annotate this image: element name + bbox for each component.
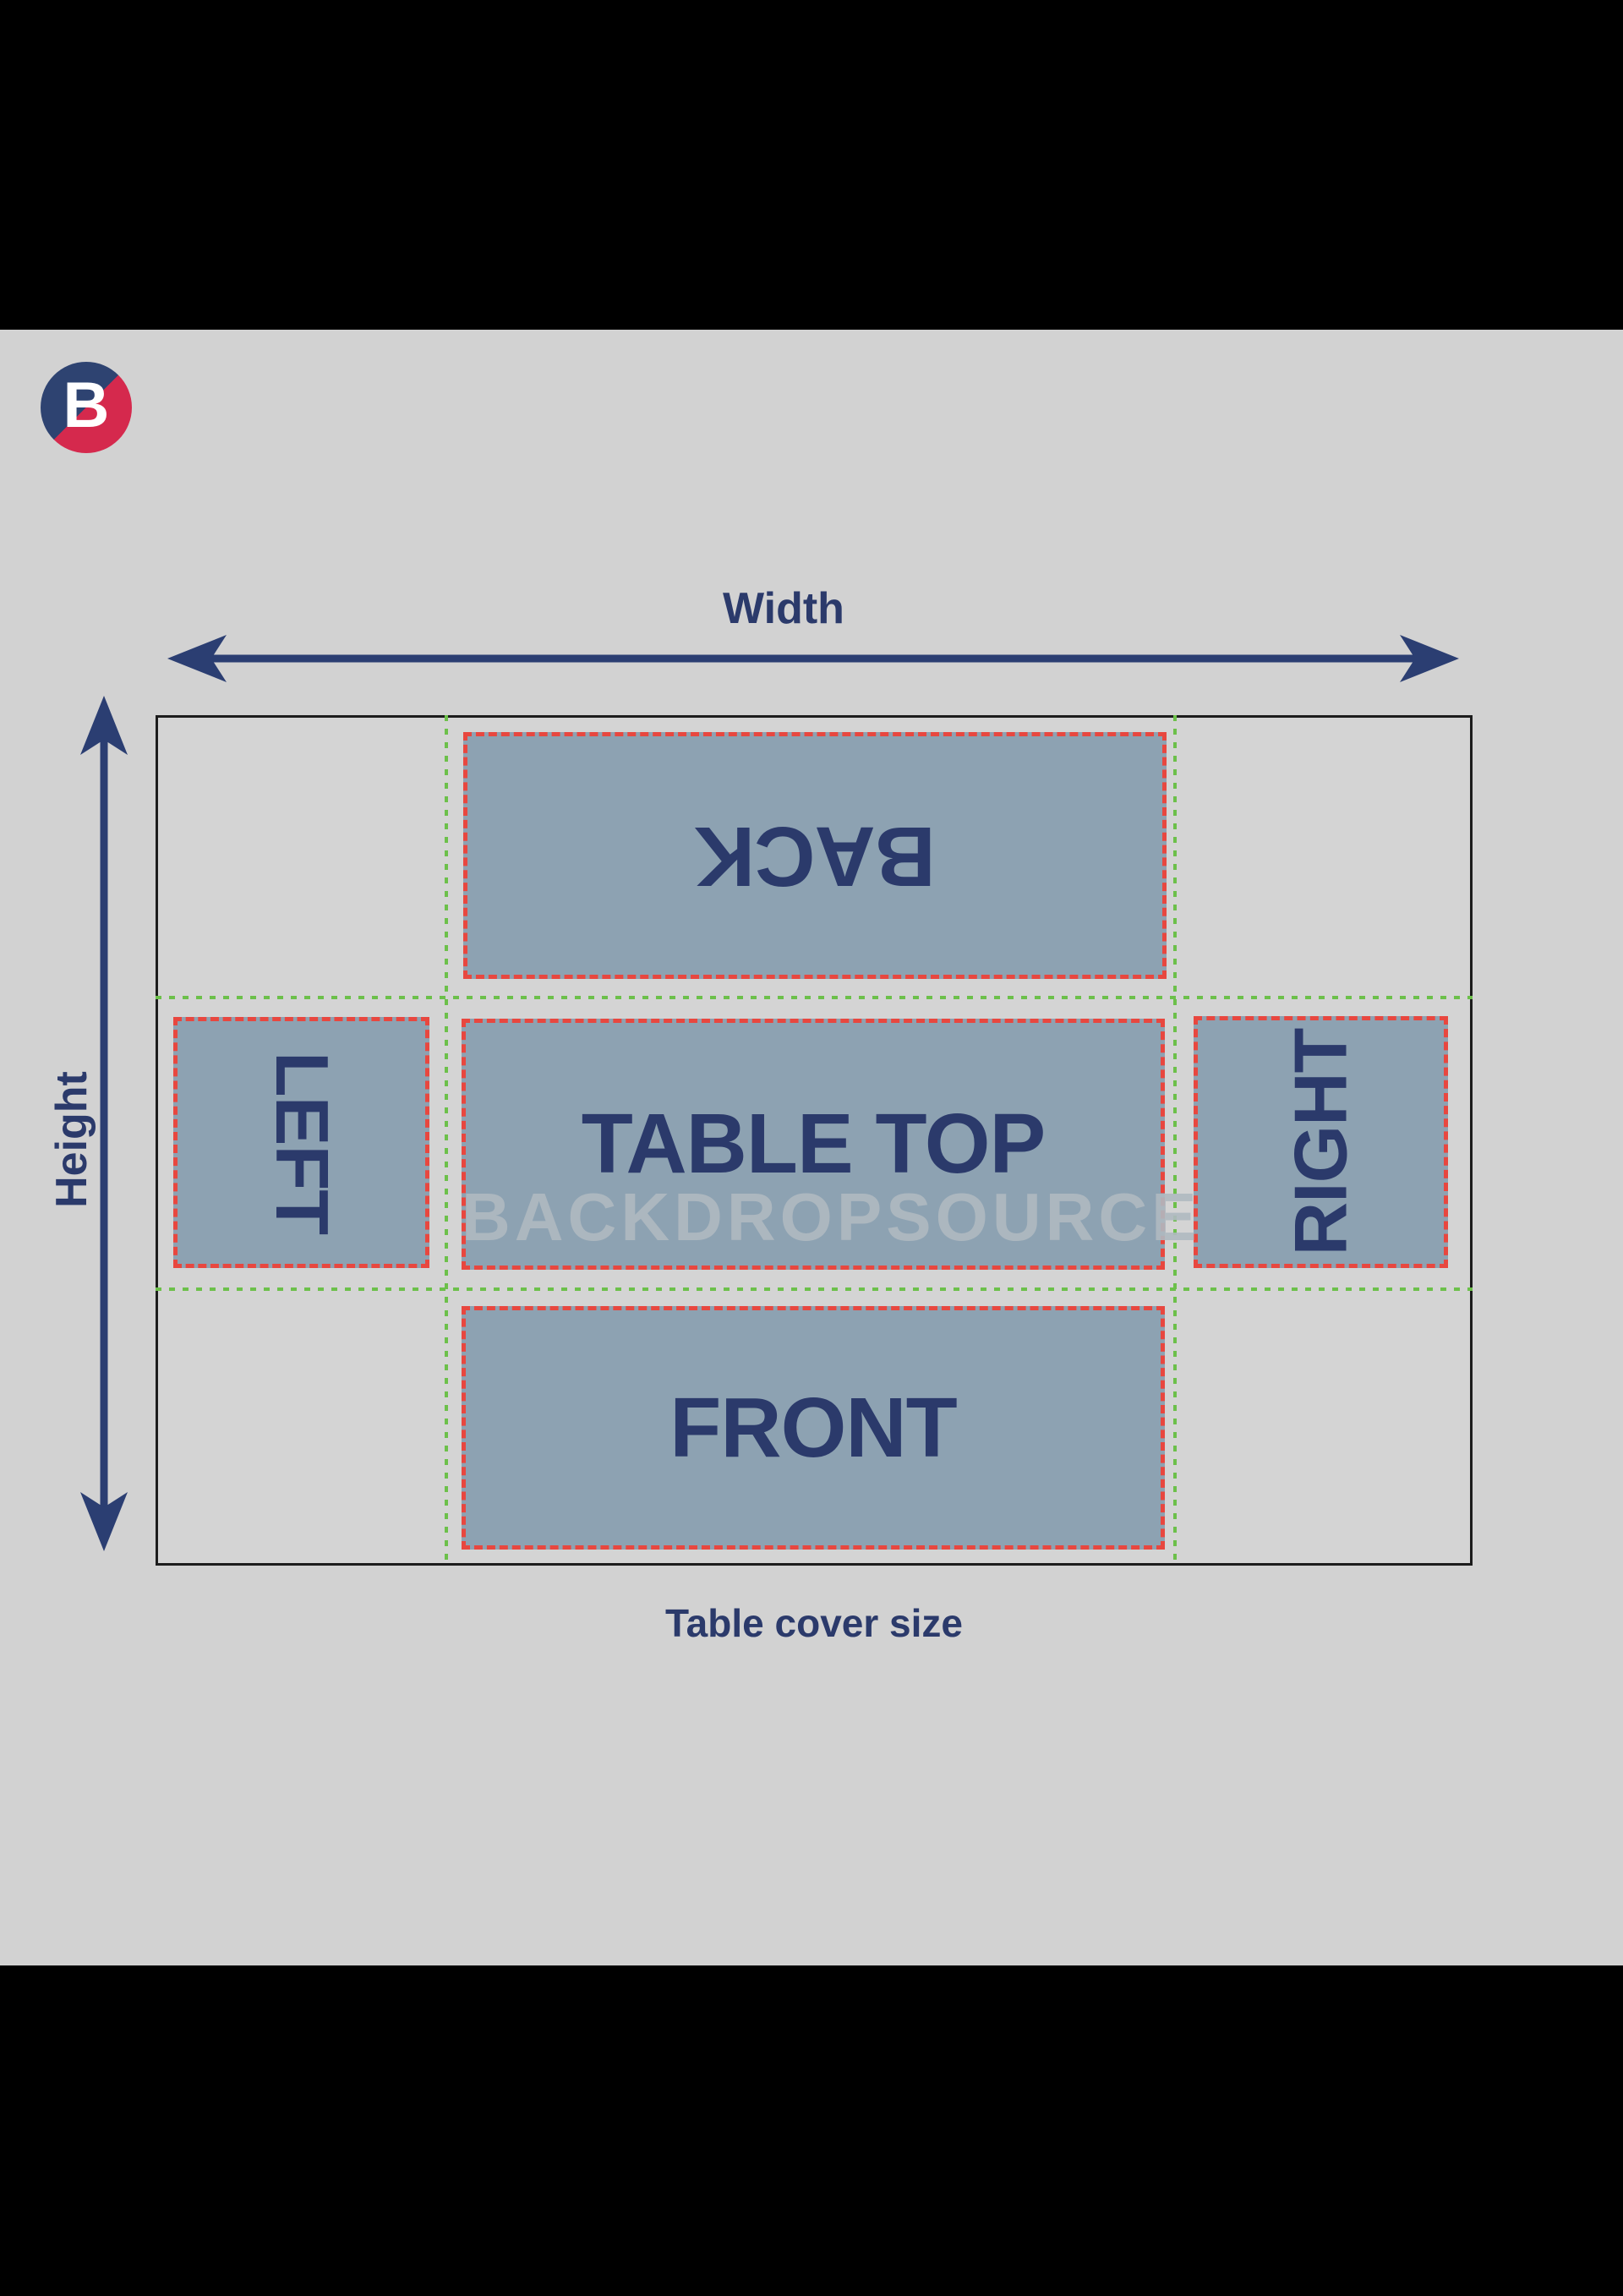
letterbox-bottom (0, 1965, 1623, 2296)
fold-guide-horizontal-lower (156, 1287, 1473, 1291)
arrowhead-down-icon (80, 1492, 128, 1551)
brand-logo-icon: B (41, 362, 132, 453)
panel-table-top: TABLE TOP (462, 1019, 1165, 1270)
letterbox-top (0, 0, 1623, 330)
diagram-caption: Table cover size (665, 1601, 963, 1645)
panel-left-label: LEFT (260, 1051, 344, 1234)
panel-front-label: FRONT (669, 1380, 957, 1475)
panel-front: FRONT (462, 1306, 1165, 1550)
panel-right: RIGHT (1194, 1016, 1448, 1268)
panel-back-label: BACK (694, 808, 936, 904)
fold-guide-vertical-left (445, 715, 448, 1566)
arrowhead-right-icon (1400, 635, 1459, 682)
arrowhead-left-icon (167, 635, 227, 682)
fold-guide-vertical-right (1173, 715, 1177, 1566)
width-arrow (167, 635, 1459, 682)
arrowhead-up-icon (80, 696, 128, 755)
watermark: BACKDROPSOURCE (462, 1179, 1201, 1255)
panel-left: LEFT (173, 1017, 429, 1268)
panel-table-top-label: TABLE TOP (581, 1096, 1046, 1191)
brand-logo-letter: B (63, 369, 110, 441)
width-label: Width (723, 584, 844, 633)
height-arrow (80, 696, 128, 1551)
panel-back: BACK (463, 732, 1167, 979)
fold-guide-horizontal-upper (156, 996, 1473, 999)
panel-right-label: RIGHT (1278, 1028, 1363, 1256)
